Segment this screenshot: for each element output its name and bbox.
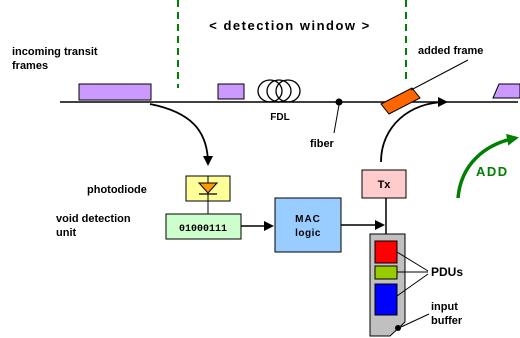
- photodiode-icon: [197, 182, 219, 194]
- fiber-label: fiber: [310, 138, 335, 150]
- transit-frame: [217, 83, 245, 100]
- input-buffer-label-line1: input: [431, 301, 458, 313]
- fdl-label: FDL: [270, 112, 289, 123]
- input-buffer-pointer: [400, 313, 430, 328]
- tx-box: [361, 169, 407, 199]
- added-frame: [380, 87, 421, 115]
- tx-label: Tx: [378, 179, 392, 191]
- added-frame-label: added frame: [418, 45, 483, 57]
- incoming-frames-label-line1: incoming transit: [12, 46, 98, 58]
- add-arrow: [456, 133, 519, 199]
- mac-logic-label-line1: MAC: [295, 214, 321, 225]
- transit-frame-partial: [492, 83, 520, 99]
- void-detection-label-line2: unit: [56, 227, 76, 239]
- pdu-pointer: [396, 273, 429, 297]
- mac-logic-box: [274, 197, 342, 253]
- pdus-label: PDUs: [431, 265, 463, 279]
- detection-window-label: < detection window >: [209, 18, 370, 33]
- pdu-blue: [374, 283, 398, 316]
- insertion-arrow: [380, 97, 448, 163]
- mac-logic-label-line2: logic: [295, 228, 321, 239]
- pdu-green: [374, 265, 398, 280]
- void-detection-unit: [165, 213, 242, 240]
- void-detection-label-line1: void detection: [56, 213, 131, 225]
- fiber-junction-dot: [335, 98, 343, 106]
- transit-frame: [78, 83, 152, 101]
- input-buffer-label-line2: buffer: [431, 315, 463, 327]
- fdl-coil-icon: [257, 79, 301, 103]
- tap-arrow: [149, 103, 213, 166]
- fiber-pointer: [333, 104, 340, 134]
- added-frame-pointer: [410, 59, 469, 91]
- void-detection-bits: 01000111: [179, 224, 227, 235]
- buffer-port-dot: [395, 325, 401, 331]
- add-label: ADD: [476, 164, 509, 179]
- pdu-red: [374, 240, 398, 264]
- pdu-pointer: [396, 251, 429, 272]
- incoming-frames-label-line2: frames: [12, 60, 48, 72]
- photodiode-label: photodiode: [87, 184, 147, 196]
